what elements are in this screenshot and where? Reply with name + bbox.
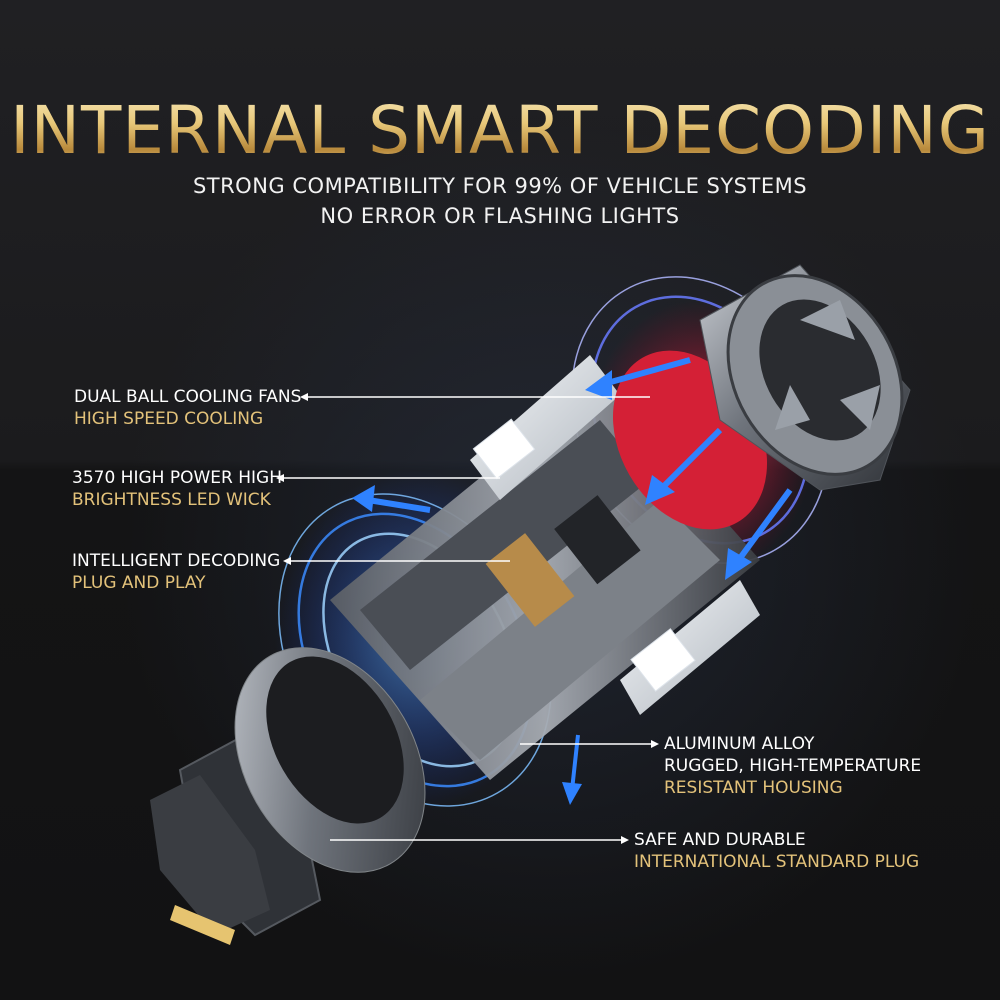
callout-cooling-fans-line2: HIGH SPEED COOLING [74,409,264,429]
callout-cooling-fans-line1: DUAL BALL COOLING FANS [74,387,302,407]
callout-aluminum-housing: ALUMINUM ALLOY RUGGED, HIGH-TEMPERATURE … [664,733,921,799]
callout-decoding-line1: INTELLIGENT DECODING [72,551,281,571]
callout-housing-line2: RUGGED, HIGH-TEMPERATURE [664,756,922,776]
airflow-arrows [352,357,793,805]
callout-cooling-fans: DUAL BALL COOLING FANS HIGH SPEED COOLIN… [74,386,301,430]
callout-leader-lines [276,393,659,844]
led-wick-boards [470,355,760,715]
callout-standard-plug: SAFE AND DURABLE INTERNATIONAL STANDARD … [634,829,919,873]
callout-led-wick-line2: BRIGHTNESS LED WICK [72,490,271,510]
callout-plug-line1: SAFE AND DURABLE [634,830,806,850]
callout-plug-line2: INTERNATIONAL STANDARD PLUG [634,852,920,872]
subtitle-compatibility: STRONG COMPATIBILITY FOR 99% OF VEHICLE … [192,174,808,198]
callout-intelligent-decoding: INTELLIGENT DECODING PLUG AND PLAY [72,550,280,594]
headline-title: INTERNAL SMART DECODING [0,92,1000,169]
callout-housing-line3: RESISTANT HOUSING [664,778,843,798]
subtitle-no-error: NO ERROR OR FLASHING LIGHTS [320,204,680,228]
callout-led-wick-line1: 3570 HIGH POWER HIGH [72,468,282,488]
callout-housing-line1: ALUMINUM ALLOY [664,734,815,754]
callout-decoding-line2: PLUG AND PLAY [72,573,206,593]
international-standard-plug [150,647,426,945]
callout-led-wick: 3570 HIGH POWER HIGH BRIGHTNESS LED WICK [72,467,282,511]
